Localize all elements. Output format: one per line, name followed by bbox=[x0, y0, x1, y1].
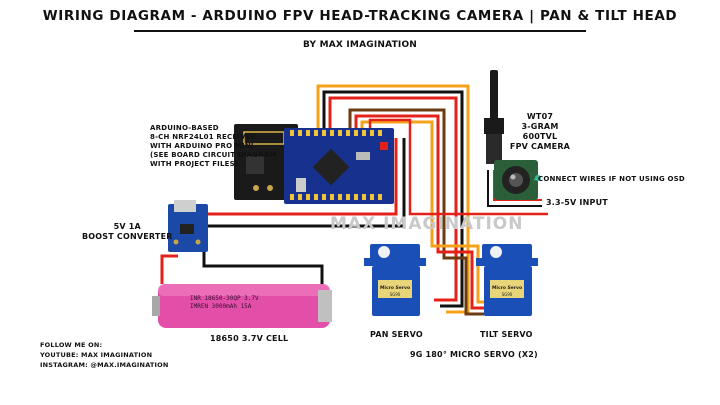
camera-label: WT07 3-GRAM 600TVL FPV CAMERA bbox=[500, 112, 580, 152]
youtube-link[interactable]: YOUTUBE: MAX IMAGINATION bbox=[40, 351, 153, 359]
camera-label-line: 600TVL bbox=[522, 132, 558, 141]
tilt-servo-wire-bundle bbox=[348, 108, 498, 316]
receiver-label-line: WITH ARDUINO PRO MINI bbox=[150, 142, 254, 150]
camera-label-line: WT07 bbox=[526, 112, 554, 121]
fpv-camera bbox=[484, 70, 541, 200]
boost-label-line: 5V 1A bbox=[113, 222, 141, 231]
battery-label: 18650 3.7V CELL bbox=[210, 334, 289, 343]
battery-print-line1: INR 18650-30QP 3.7V bbox=[190, 295, 259, 302]
camera-input-note: 3.3-5V INPUT bbox=[546, 198, 608, 207]
watermark: MAX IMAGINATION bbox=[330, 214, 524, 234]
camera-power-wires bbox=[368, 118, 548, 216]
receiver-label-line: (SEE BOARD CIRCUIT DIAGRAM bbox=[150, 151, 277, 159]
boost-converter-label: 5V 1A BOOST CONVERTER bbox=[82, 222, 173, 242]
servo-model-label: 9G 180° MICRO SERVO (X2) bbox=[410, 350, 538, 359]
tilt-servo-label: TILT SERVO bbox=[480, 330, 533, 339]
battery-print-line2: IMREN 3000mAh 15A bbox=[190, 303, 252, 310]
receiver-label: ARDUINO-BASED 8-CH NRF24L01 RECEIVER WIT… bbox=[150, 124, 277, 169]
pan-servo-model-text: SG90 bbox=[390, 292, 401, 297]
boost-to-receiver-wires bbox=[204, 138, 406, 228]
camera-antenna bbox=[490, 70, 498, 122]
pan-servo-label: PAN SERVO bbox=[370, 330, 423, 339]
usb-port bbox=[174, 200, 196, 212]
receiver-label-line: WITH PROJECT FILES) bbox=[150, 160, 239, 168]
social-links: FOLLOW ME ON: YOUTUBE: MAX IMAGINATION I… bbox=[40, 340, 169, 370]
follow-heading: FOLLOW ME ON: bbox=[40, 341, 103, 349]
pan-servo-wire-bundle bbox=[316, 84, 470, 314]
servo-badge bbox=[378, 280, 412, 298]
diagram-title: WIRING DIAGRAM - ARDUINO FPV HEAD-TRACKI… bbox=[42, 8, 678, 24]
pan-servo: Micro Servo SG90 bbox=[364, 244, 426, 316]
pan-servo-badge-text: Micro Servo bbox=[380, 285, 410, 291]
camera-label-line: 3-GRAM bbox=[521, 122, 559, 131]
author-byline: BY MAX IMAGINATION bbox=[302, 40, 418, 50]
title-underline bbox=[134, 30, 586, 32]
receiver-label-line: ARDUINO-BASED bbox=[150, 124, 219, 132]
tilt-servo: Micro Servo SG90 bbox=[476, 244, 538, 316]
osd-note: CONNECT WIRES IF NOT USING OSD bbox=[538, 175, 685, 183]
battery-to-boost-wires bbox=[160, 252, 324, 296]
tilt-servo-badge-text: Micro Servo bbox=[492, 285, 522, 291]
boost-label-line: BOOST CONVERTER bbox=[82, 232, 173, 241]
microcontroller-chip bbox=[312, 148, 350, 186]
battery-cell bbox=[152, 284, 332, 328]
receiver-board bbox=[234, 124, 394, 204]
instagram-link[interactable]: INSTAGRAM: @MAX.IMAGINATION bbox=[40, 361, 169, 369]
servo-badge bbox=[490, 280, 524, 298]
receiver-label-line: 8-CH NRF24L01 RECEIVER bbox=[150, 133, 257, 141]
boost-converter-board bbox=[168, 200, 208, 252]
tilt-servo-model-text: SG90 bbox=[502, 292, 513, 297]
camera-label-line: FPV CAMERA bbox=[509, 142, 571, 151]
